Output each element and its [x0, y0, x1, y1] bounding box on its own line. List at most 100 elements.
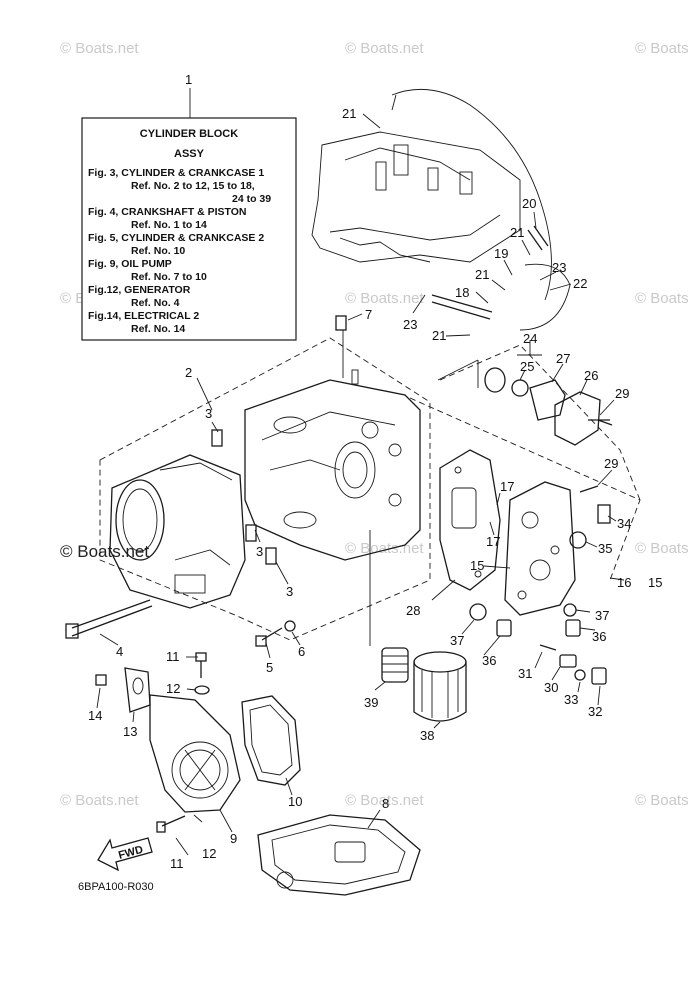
callout-15: 15 — [648, 575, 662, 590]
callout-13: 13 — [123, 724, 137, 739]
crankcase-body — [244, 369, 421, 561]
watermark: © Boats — [635, 540, 689, 557]
callout-25: 25 — [520, 359, 534, 374]
callout-39: 39 — [364, 695, 378, 710]
box-line: Fig.12, GENERATOR — [88, 284, 191, 296]
box-line: Fig. 9, OIL PUMP — [88, 258, 172, 270]
callout-31: 31 — [518, 666, 532, 681]
oil-pump-plate — [504, 481, 576, 616]
leader-lines — [96, 113, 625, 856]
callout-20: 20 — [522, 196, 536, 211]
diagram-code: 6BPA100-R030 — [78, 881, 154, 893]
callout-4: 4 — [116, 644, 123, 659]
oil-strainer — [381, 647, 409, 683]
box-line: Ref. No. 14 — [131, 323, 185, 335]
thermostat-cover — [554, 391, 601, 446]
callout-8: 8 — [382, 796, 389, 811]
callout-21: 21 — [510, 225, 524, 240]
plug-36 — [496, 619, 512, 637]
watermark: © Boats — [635, 792, 689, 809]
watermark: © Boats.net — [345, 540, 424, 557]
callout-5: 5 — [266, 660, 273, 675]
callout-3: 3 — [205, 406, 212, 421]
watermark: © Boats.net — [60, 40, 139, 57]
box-line: Fig. 4, CRANKSHAFT & PISTON — [88, 206, 246, 218]
callout-29: 29 — [604, 456, 618, 471]
callout-6: 6 — [298, 644, 305, 659]
callout-30: 30 — [544, 680, 558, 695]
gasket-28 — [439, 449, 501, 591]
callout-10: 10 — [288, 794, 302, 809]
callout-23: 23 — [552, 260, 566, 275]
hose-18 — [431, 294, 493, 313]
reference-box-frame — [81, 117, 297, 341]
bolts — [65, 315, 611, 833]
callout-28: 28 — [406, 603, 420, 618]
plug-36b — [565, 619, 581, 637]
watermark: © Boats.net — [60, 792, 139, 809]
callout-36: 36 — [592, 629, 606, 644]
seal-35 — [569, 531, 587, 549]
watermark: © Boats.net — [345, 792, 424, 809]
washer-12 — [194, 685, 210, 695]
gasket-27 — [529, 379, 566, 421]
box-line: Fig. 5, CYLINDER & CRANKCASE 2 — [88, 232, 264, 244]
fwd-label: FWD — [117, 844, 144, 862]
callout-36: 36 — [482, 653, 496, 668]
seal-ring-25 — [511, 379, 529, 397]
callout-34: 34 — [617, 516, 631, 531]
parts-drawing: FWD — [65, 88, 641, 896]
callout-9: 9 — [230, 831, 237, 846]
callout-38: 38 — [420, 728, 434, 743]
callout-23: 23 — [403, 317, 417, 332]
callout-19: 19 — [494, 246, 508, 261]
callout-7: 7 — [365, 307, 372, 322]
callout-14: 14 — [88, 708, 102, 723]
callout-17: 17 — [486, 534, 500, 549]
seal-37 — [469, 603, 487, 621]
gasket-10 — [241, 695, 301, 786]
cylinder-body — [109, 454, 246, 609]
box-line: Ref. No. 7 to 10 — [131, 271, 207, 283]
watermark: © Boats — [635, 40, 689, 57]
box-line: 24 to 39 — [232, 193, 271, 205]
box-line: Fig.14, ELECTRICAL 2 — [88, 310, 199, 322]
box-line: Ref. No. 10 — [131, 245, 185, 257]
fitting-30 — [559, 654, 577, 668]
callout-26: 26 — [584, 368, 598, 383]
callouts: 1 2 3 3 3 4 5 6 7 8 9 10 11 11 12 12 13 … — [88, 72, 662, 871]
callout-3: 3 — [286, 584, 293, 599]
dowel-pin — [245, 524, 257, 542]
callout-21: 21 — [432, 328, 446, 343]
watermark: © Boats — [635, 290, 689, 307]
washer-6 — [284, 620, 296, 632]
callout-21: 21 — [342, 106, 356, 121]
assembly-dashed-outline — [99, 337, 431, 641]
watermark: © Boats.net — [345, 290, 424, 307]
callout-11: 11 — [170, 856, 184, 871]
box-line: Fig. 3, CYLINDER & CRANKCASE 1 — [88, 167, 264, 179]
seal-33 — [574, 669, 586, 681]
box-title-2: ASSY — [174, 148, 205, 160]
box-line: Ref. No. 2 to 12, 15 to 18, — [131, 180, 255, 192]
seal-37b — [563, 603, 577, 617]
callout-22: 22 — [573, 276, 587, 291]
watermark: © Boats.net — [345, 40, 424, 57]
box-title-1: CYLINDER BLOCK — [140, 128, 238, 140]
callout-12: 12 — [166, 681, 180, 696]
plug-32 — [591, 667, 607, 685]
callout-3: 3 — [256, 544, 263, 559]
callout-12: 12 — [202, 846, 216, 861]
exhaust-cover — [124, 667, 241, 813]
fwd-arrow-icon: FWD — [97, 837, 153, 872]
callout-11: 11 — [166, 649, 180, 664]
box-line: Ref. No. 4 — [131, 297, 180, 309]
callout-27: 27 — [556, 351, 570, 366]
watermark-dark: © Boats.net — [60, 542, 149, 561]
dowel-pin — [265, 547, 277, 565]
callout-24: 24 — [523, 331, 537, 346]
hose-20 — [527, 229, 543, 251]
gasket-8 — [257, 814, 421, 896]
reference-box: CYLINDER BLOCK ASSY Fig. 3, CYLINDER & C… — [81, 88, 297, 341]
